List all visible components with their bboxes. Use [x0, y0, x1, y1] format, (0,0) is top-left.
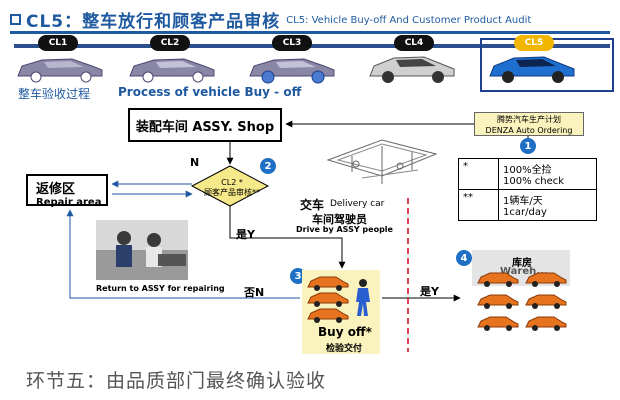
stage-label-cl5: CL5	[514, 35, 554, 51]
stage-label-cl1: CL1	[38, 35, 78, 51]
denza-ordering-box: 腾势汽车生产计划 DENZA Auto Ordering	[474, 112, 584, 136]
denza-ordering-cn: 腾势汽车生产计划	[497, 115, 561, 124]
stage-band	[14, 44, 610, 48]
slide-title: CL5：整车放行和顾客产品审核 CL5: Vehicle Buy-off And…	[10, 6, 531, 32]
buyoff-no-arrow	[66, 209, 300, 299]
stage-label-cl4: CL4	[394, 35, 434, 51]
orange-car-icon	[307, 276, 349, 291]
title-main: CL5：整车放行和顾客产品审核	[26, 11, 281, 32]
inspection-rate-table: * 100%全捡 100% check ** 1辆车/天 1car/day	[458, 158, 597, 221]
stage-label-cl3: CL3	[272, 35, 312, 51]
orange-car-icon	[525, 272, 567, 287]
painted-body-car-icon	[129, 58, 215, 83]
label-no-buyoff: 否N	[244, 286, 265, 299]
driver-en: Drive by ASSY people	[296, 225, 393, 234]
warehouse-label-en: Wareh...	[500, 266, 548, 277]
table-row: * 100%全捡 100% check	[458, 158, 597, 190]
repair-workers-photo	[96, 220, 188, 280]
blue-finished-car-icon	[489, 56, 575, 83]
table-row: ** 1辆车/天 1car/day	[458, 189, 597, 221]
stage-label-cl2: CL2	[150, 35, 190, 51]
table-key: **	[458, 189, 499, 221]
buyoff-label-cn: 检验交付	[326, 344, 363, 354]
footer-caption: 环节五：由品质部门最终确认验收	[26, 370, 327, 392]
orange-car-icon	[525, 316, 567, 331]
conveyor-line-icon	[326, 139, 438, 184]
audit-yes-arrow	[229, 206, 346, 269]
step-number-4: 4	[456, 250, 472, 266]
table-value: 1辆车/天 1car/day	[498, 189, 597, 221]
orange-car-icon	[525, 294, 567, 309]
driver-person-icon	[356, 279, 370, 316]
label-yes-audit: 是Y	[236, 228, 255, 241]
step-number-1: 1	[520, 138, 536, 154]
label-n: N	[190, 156, 200, 169]
table-value-cn: 100%全捡	[503, 165, 552, 176]
assy-shop-box: 装配车间 ASSY. Shop	[128, 108, 282, 142]
label-yes-buyoff: 是Y	[420, 285, 439, 298]
square-bullet-icon	[10, 13, 21, 25]
strip-label-cn: 整车验收过程	[18, 87, 91, 101]
audit-decision-text: CL2 * 顾客产品审核**	[196, 178, 268, 198]
buyoff-label-en: Buy off*	[318, 325, 372, 339]
repair-area-box: 返修区 Repair area	[26, 174, 108, 208]
body-in-white-car-icon	[17, 58, 103, 83]
repair-area-en: Repair area	[36, 197, 102, 208]
orange-car-icon	[477, 294, 519, 309]
table-value-en: 1car/day	[503, 207, 547, 218]
silver-car-icon	[369, 56, 455, 83]
table-value-en: 100% check	[503, 176, 565, 187]
title-divider	[10, 31, 610, 34]
delivery-en: Delivery car	[330, 199, 385, 209]
audit-line-1: CL2 *	[221, 178, 243, 187]
wheeled-body-car-icon	[249, 58, 335, 84]
delivery-cn: 交车	[300, 198, 325, 212]
return-label: Return to ASSY for repairing	[96, 284, 225, 293]
repair-area-cn: 返修区	[36, 182, 76, 197]
strip-label-en: Process of vehicle Buy - off	[118, 85, 302, 99]
audit-line-2: 顾客产品审核**	[204, 188, 260, 197]
table-key: *	[458, 158, 499, 190]
table-value: 100%全捡 100% check	[498, 158, 597, 190]
orange-car-icon	[307, 292, 349, 307]
orange-car-icon	[477, 272, 519, 287]
driver-cn: 车间驾驶员	[312, 213, 367, 226]
orange-car-icon	[477, 316, 519, 331]
table-value-cn: 1辆车/天	[503, 196, 543, 207]
title-subtitle: CL5: Vehicle Buy-off And Customer Produc…	[286, 15, 532, 26]
orange-car-icon	[307, 308, 349, 323]
denza-ordering-en: DENZA Auto Ordering	[485, 126, 573, 135]
step-number-2: 2	[260, 158, 276, 174]
warehouse-label-cn: 库房	[512, 258, 532, 269]
